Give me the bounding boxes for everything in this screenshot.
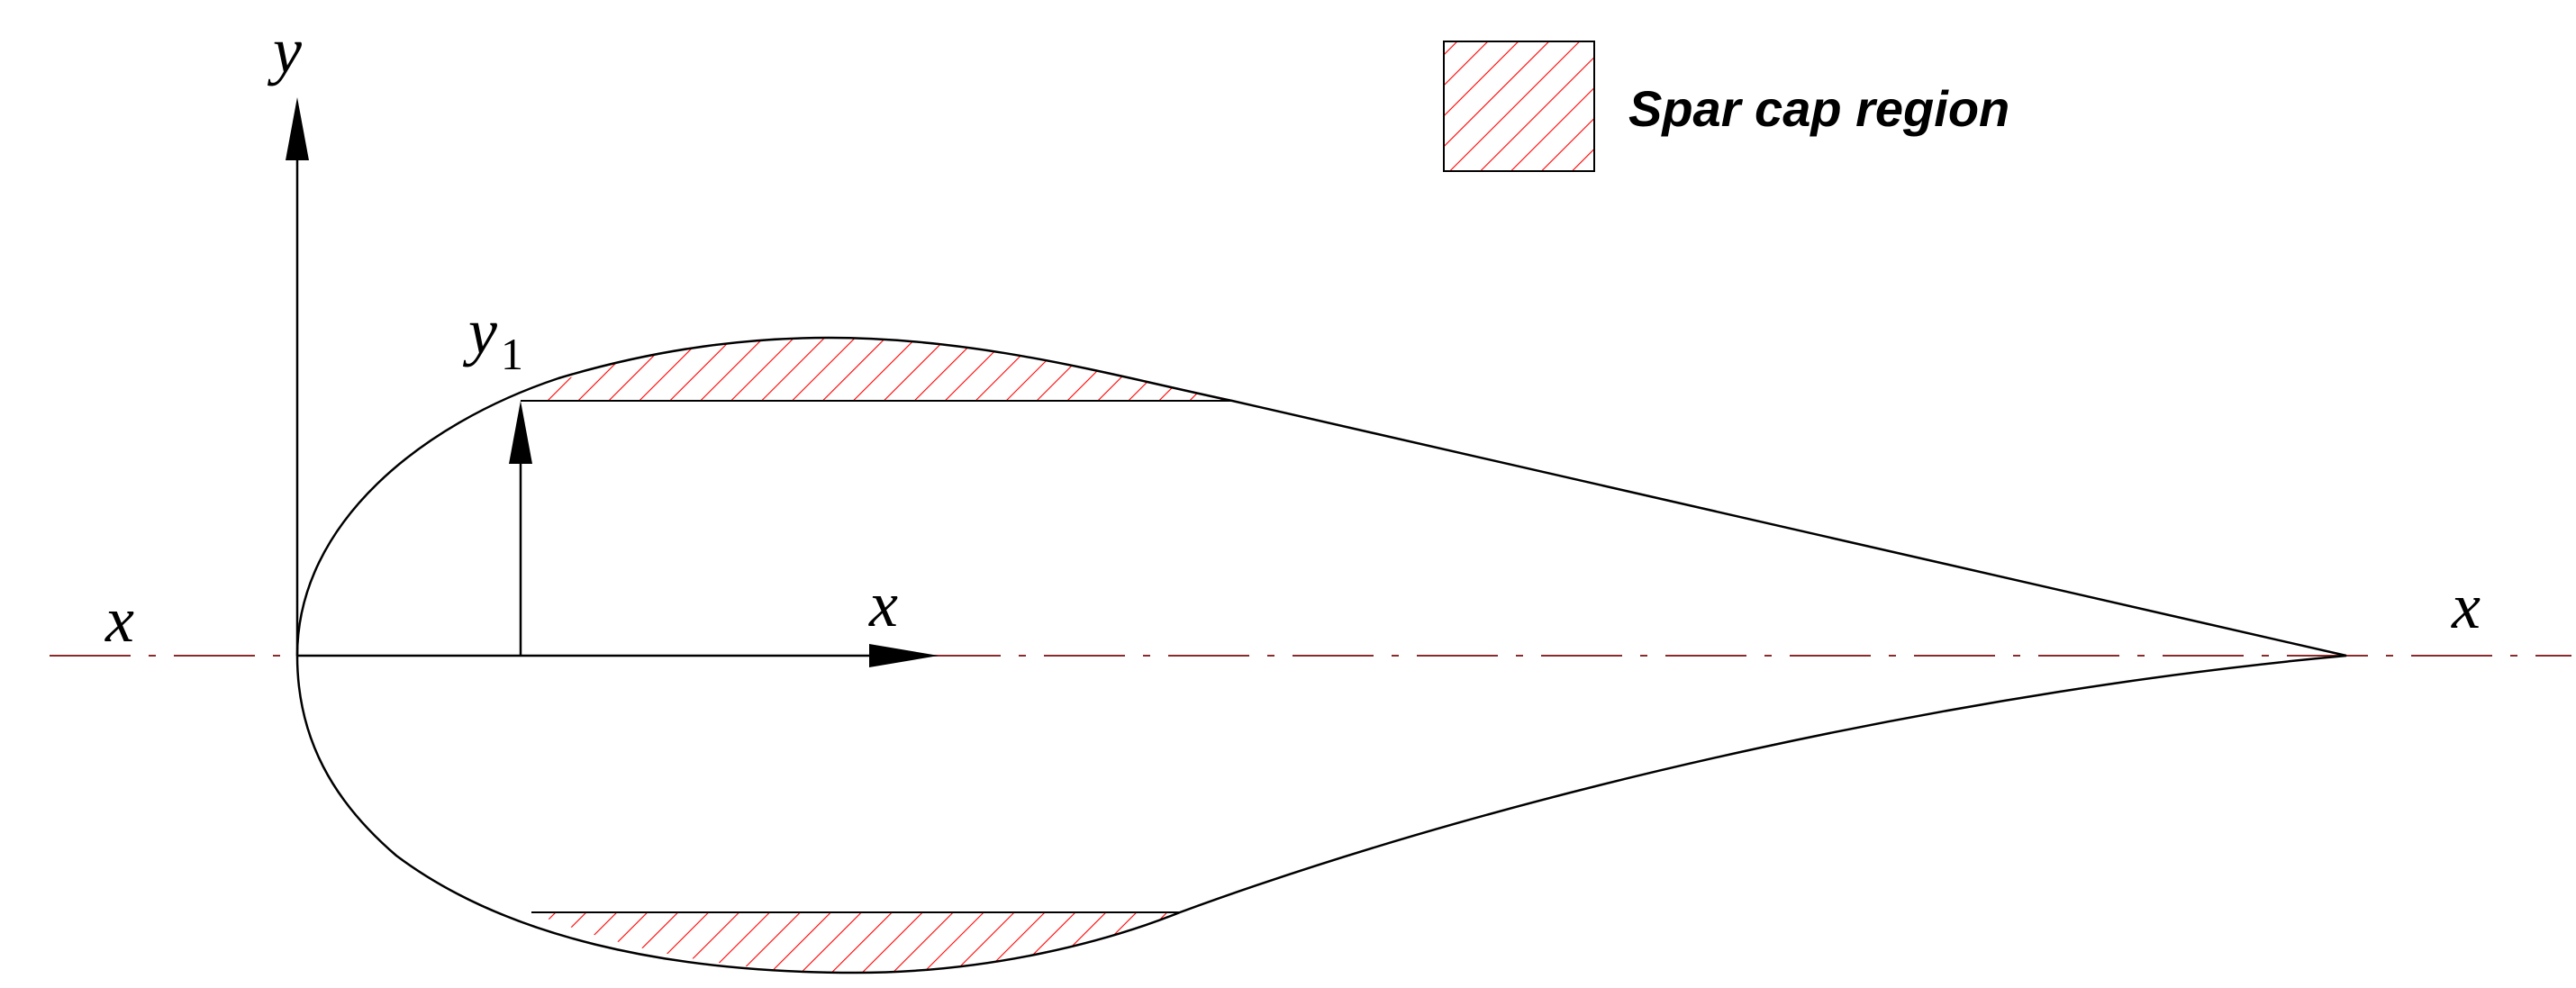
y1-label-subscript: 1 [501,329,523,379]
y-axis-arrowhead [286,97,309,160]
legend-label: Spar cap region [1628,80,2009,137]
y1-label-main: y [462,295,497,367]
upper-spar-cap [521,338,1232,401]
x-axis-label-left: x [104,584,134,656]
lower-spar-cap [531,912,1180,973]
y1-arrowhead [509,401,532,464]
y1-label: y1 [462,295,523,379]
airfoil-outline [295,336,2347,974]
legend-swatch [1443,41,1595,172]
x-axis-arrowhead [869,644,939,667]
x-axis-label-right: x [2451,570,2481,642]
x-axis-label-center: x [868,568,898,640]
x-axis [297,644,939,667]
y-axis [286,97,309,656]
legend: Spar cap region [1443,41,2009,172]
y1-dimension-arrow [509,401,532,656]
y-axis-label: y [267,14,302,86]
